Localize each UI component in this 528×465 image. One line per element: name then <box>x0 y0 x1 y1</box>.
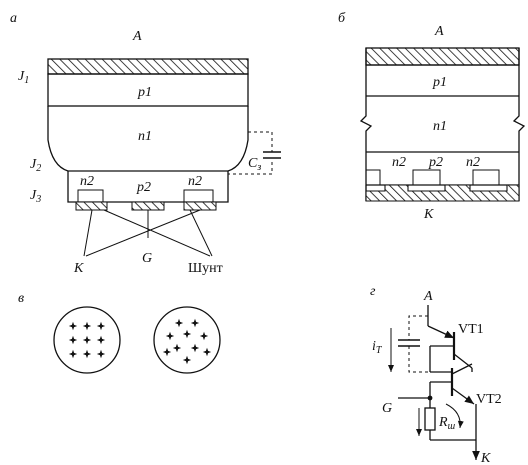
shunt-pattern-square <box>53 306 121 374</box>
shunt-dot <box>68 321 78 331</box>
gate-node <box>427 395 433 401</box>
star-grid-left <box>68 321 106 359</box>
cap-lead-bottom <box>228 162 273 175</box>
b-n2-pocket-3 <box>472 169 500 185</box>
n2-right-label: n2 <box>188 174 202 189</box>
shunt-dot <box>96 349 106 359</box>
g-anode-label: A <box>423 289 433 304</box>
j3-label: J3 <box>30 188 41 205</box>
shunt-resistor <box>424 407 436 431</box>
shunt-dot <box>202 347 212 357</box>
shunt-dot <box>190 318 200 328</box>
b-p1-label: p1 <box>432 75 447 90</box>
b-anode-contact <box>365 47 520 66</box>
k-label: K <box>73 261 84 276</box>
panel-a-anode-label: A <box>132 29 142 44</box>
n2-pocket-right <box>183 189 214 202</box>
shunt-dot <box>182 329 192 339</box>
b-p2-label: p2 <box>428 155 443 170</box>
panel-v-tag: в <box>18 291 24 306</box>
shunt-pattern-hex <box>153 306 221 374</box>
rsh-label: Rш <box>438 415 456 432</box>
anode-contact <box>47 58 249 75</box>
b-right-edge <box>512 48 526 201</box>
cap-label: Cз <box>248 156 261 173</box>
shunt-dot <box>182 355 192 365</box>
b-n2-pocket-1 <box>366 169 381 185</box>
vt1-label: VT1 <box>458 322 484 337</box>
n2-pocket-left <box>77 189 104 202</box>
g-label: G <box>142 251 152 266</box>
panel-b-anode-label: A <box>434 24 444 39</box>
shunt-dot <box>82 335 92 345</box>
j2-label: J2 <box>30 157 41 174</box>
k-leader-left <box>83 209 93 257</box>
panel-b: б A p1 n1 n2 p2 n2 K <box>338 11 526 222</box>
b-n2-label-2: n2 <box>466 155 480 170</box>
n1-label: n1 <box>138 129 152 144</box>
shunt-leader-right <box>189 209 213 257</box>
shunt-dot <box>174 318 184 328</box>
shunt-dot <box>190 343 200 353</box>
vt2-emitter <box>451 387 475 405</box>
vt2-label: VT2 <box>476 392 502 407</box>
cathode-contact-right <box>183 201 217 211</box>
shunt-dot <box>96 335 106 345</box>
it-label: iT <box>372 339 383 356</box>
shunt-dot <box>165 331 175 341</box>
star-grid-right <box>162 318 212 365</box>
panel-g-tag: г <box>370 284 376 299</box>
p1-label: p1 <box>137 85 152 100</box>
panel-g: г A VT1 VT2 G K Rш <box>370 284 502 465</box>
shunt-dot <box>172 343 182 353</box>
b-cathode-contact <box>365 184 520 202</box>
shunt-dot <box>96 321 106 331</box>
shunt-label: Шунт <box>188 261 223 276</box>
cap-lead-top <box>248 131 273 152</box>
panel-b-tag: б <box>338 11 346 26</box>
shunt-current-arrow <box>445 403 464 429</box>
panel-v: в <box>18 291 221 374</box>
shunt-dot <box>82 321 92 331</box>
it-cap-lead-top <box>408 315 428 340</box>
shunt-leader-left <box>103 209 211 257</box>
shunt-dot <box>199 331 209 341</box>
b-k-label: K <box>423 207 434 222</box>
shunt-dot <box>82 349 92 359</box>
gate-contact <box>131 201 165 211</box>
panel-a: а A p1 n1 n2 p2 n2 J1 J2 J3 Cз K G <box>10 11 281 276</box>
n1-layer <box>47 106 249 172</box>
vt2-collector <box>451 363 473 375</box>
k-leader-right <box>85 209 201 257</box>
shunt-dot <box>68 349 78 359</box>
cathode-contact-left <box>75 201 108 211</box>
p2-label: p2 <box>136 180 151 195</box>
shunt-dot <box>68 335 78 345</box>
vt1-emitter <box>427 325 455 339</box>
cathode-label: K <box>480 451 491 465</box>
gate-label: G <box>382 401 392 416</box>
b-n2-label-1: n2 <box>392 155 406 170</box>
p1-layer <box>47 73 249 107</box>
b-n1-label: n1 <box>433 119 447 134</box>
it-cap-lead-bottom <box>408 346 430 373</box>
n2-left-label: n2 <box>80 174 94 189</box>
b-left-edge <box>359 48 373 201</box>
b-n2-pocket-2 <box>412 169 441 185</box>
panel-a-tag: а <box>10 11 17 26</box>
j1-label: J1 <box>18 69 29 86</box>
shunt-dot <box>162 347 172 357</box>
